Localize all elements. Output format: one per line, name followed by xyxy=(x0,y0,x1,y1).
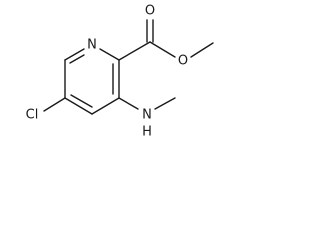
bond-c2-carbonyl-carbon xyxy=(118,41,151,61)
atom-ester-oxygen: O xyxy=(178,54,188,69)
atom-amine-hydrogen: H xyxy=(142,125,152,140)
bond-ring-c4-c3 xyxy=(91,97,120,115)
bond-carbonyl-ester-oxygen xyxy=(149,41,176,58)
bond-ring-n1-c6-inner xyxy=(69,54,85,64)
atom-amine-nitrogen: N xyxy=(142,108,152,123)
atom-ring-nitrogen: N xyxy=(87,38,97,53)
molecule-structure-diagram: N O O Cl N H xyxy=(26,4,214,140)
bond-ring-c2-n1 xyxy=(99,48,120,61)
bond-c5-chlorine xyxy=(43,97,66,112)
bond-ester-oxygen-methyl xyxy=(190,42,214,58)
atom-carbonyl-oxygen: O xyxy=(145,4,155,19)
bond-ring-c5-c4-inner xyxy=(70,94,93,108)
bond-c3-amine-nitrogen xyxy=(118,97,139,110)
bond-ring-c5-c4 xyxy=(64,97,93,115)
atom-chlorine: Cl xyxy=(26,108,39,123)
bond-amine-methyl xyxy=(154,97,176,110)
bond-ring-n1-c6 xyxy=(64,48,85,61)
